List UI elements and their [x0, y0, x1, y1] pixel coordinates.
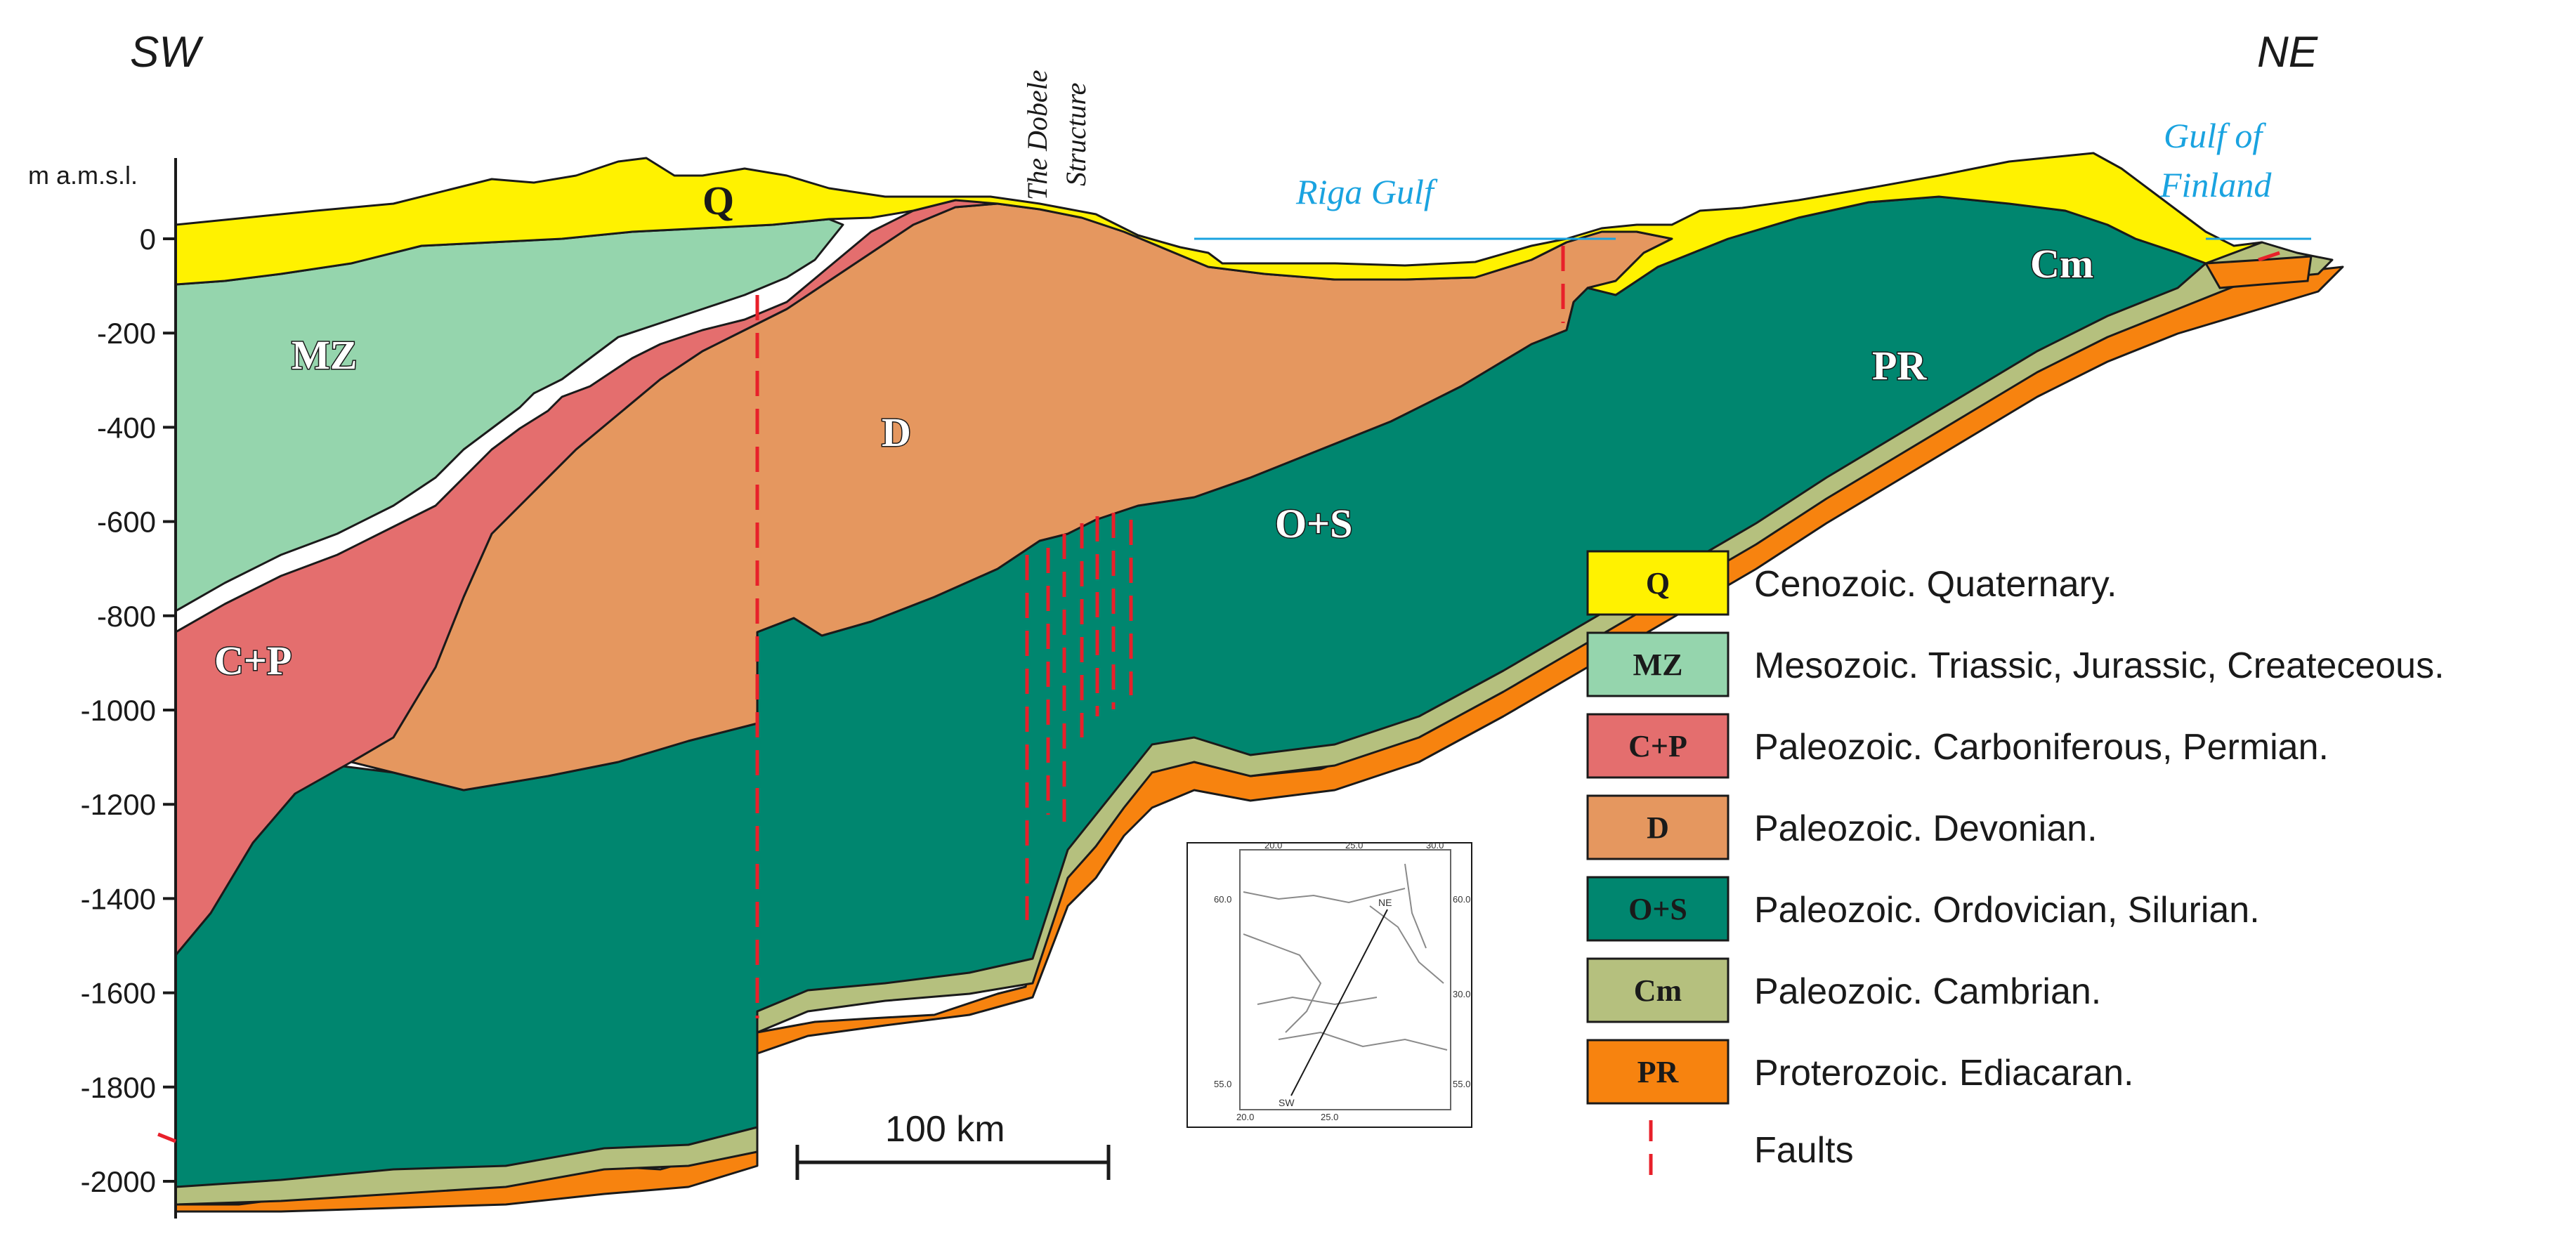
inset-top-tick-2: 25.0 — [1345, 840, 1363, 851]
inset-map-tick-labels: 20.0 25.0 30.0 20.0 25.0 60.0 55.0 60.0 … — [1214, 840, 1470, 1122]
legend-code: D — [1647, 810, 1669, 845]
legend-label: Cenozoic. Quaternary. — [1754, 564, 2117, 605]
legend-faults-entry: Faults — [1649, 1120, 1854, 1180]
legend-item: Cm Paleozoic. Cambrian. — [1586, 957, 2101, 1023]
depth-tick-label: -1400 — [81, 882, 156, 915]
direction-sw-label: SW — [130, 28, 204, 77]
inset-map-section-line — [1290, 909, 1388, 1096]
depth-tick-label: -1000 — [81, 694, 156, 727]
scale-bar: 100 km — [795, 1109, 1111, 1180]
section-label-cm: Cm — [2030, 241, 2093, 287]
fault-lines — [157, 246, 2280, 1143]
legend-swatch — [1586, 550, 1730, 616]
inset-bottom-tick-1: 20.0 — [1236, 1112, 1254, 1122]
legend-item: O+S Paleozoic. Ordovician, Silurian. — [1586, 876, 2260, 942]
legend-swatch — [1586, 631, 1730, 697]
direction-ne-label: NE — [2257, 28, 2318, 77]
section-label-q: Q — [702, 178, 734, 223]
inset-left-tick-1: 60.0 — [1214, 894, 1231, 905]
legend-swatch — [1586, 794, 1730, 860]
scale-bar-label: 100 km — [885, 1109, 1005, 1150]
section-label-d: D — [882, 409, 911, 455]
legend-code: O+S — [1628, 892, 1687, 926]
section-label-mz: MZ — [292, 332, 357, 378]
fault-west-edge — [157, 1132, 176, 1143]
legend-code: Q — [1646, 566, 1670, 600]
section-label-cp: C+P — [214, 638, 292, 683]
gulf-of-finland-label-line1: Gulf of — [2164, 116, 2266, 155]
inset-right-tick-1: 60.0 — [1453, 894, 1470, 905]
riga-gulf-label: Riga Gulf — [1295, 172, 1438, 211]
cross-section-layers — [174, 152, 2344, 1213]
depth-tick-label: -400 — [97, 411, 156, 444]
legend-item: D Paleozoic. Devonian. — [1586, 794, 2098, 860]
section-label-pr: PR — [1872, 343, 1927, 388]
legend-item: PR Proterozoic. Ediacaran. — [1586, 1039, 2134, 1105]
legend: Q Cenozoic. Quaternary. MZ Mesozoic. Triass… — [1586, 550, 2445, 1105]
inset-map: 20.0 25.0 30.0 20.0 25.0 60.0 55.0 60.0 … — [1186, 840, 1472, 1128]
fault-east-edge — [2258, 251, 2280, 262]
legend-faults-label: Faults — [1754, 1130, 1854, 1171]
depth-axis: m a.m.s.l. 0 -200 -400 -600 -800 -1000 -1200 -1… — [28, 158, 177, 1219]
depth-tick-label: -600 — [97, 506, 156, 539]
legend-swatch — [1586, 713, 1730, 779]
legend-label: Paleozoic. Carboniferous, Permian. — [1754, 727, 2329, 768]
dobele-structure-label-line1: The Dobele — [1021, 70, 1053, 200]
inset-ne-label: NE — [1378, 897, 1392, 908]
legend-label: Proterozoic. Ediacaran. — [1754, 1053, 2134, 1094]
depth-tick-label: 0 — [140, 223, 156, 256]
inset-top-tick-1: 20.0 — [1264, 840, 1282, 851]
legend-label: Paleozoic. Devonian. — [1754, 808, 2098, 849]
inset-top-tick-3: 30.0 — [1426, 840, 1444, 851]
inset-bottom-tick-2: 25.0 — [1321, 1112, 1338, 1122]
section-label-os: O+S — [1275, 501, 1352, 546]
depth-axis-ticks: 0 -200 -400 -600 -800 -1000 -1200 -1400 -1600 -18… — [81, 223, 176, 1198]
inset-right-tick-2: 30.0 — [1453, 989, 1470, 999]
legend-swatch — [1586, 957, 1730, 1023]
depth-tick-label: -200 — [97, 317, 156, 350]
depth-tick-label: -800 — [97, 600, 156, 633]
legend-label: Mesozoic. Triassic, Jurassic, Createceou… — [1754, 645, 2445, 686]
depth-axis-unit: m a.m.s.l. — [28, 161, 138, 190]
legend-label: Paleozoic. Cambrian. — [1754, 971, 2101, 1012]
inset-map-frame — [1186, 842, 1472, 1128]
inset-sw-label: SW — [1279, 1097, 1295, 1108]
depth-tick-label: -1600 — [81, 977, 156, 1010]
inset-right-tick-3: 55.0 — [1453, 1079, 1470, 1089]
section-layer-labels: Q MZ C+P D O+S Cm PR — [214, 178, 2095, 685]
inset-left-tick-2: 55.0 — [1214, 1079, 1231, 1089]
legend-code: Cm — [1634, 973, 1682, 1008]
legend-item: MZ Mesozoic. Triassic, Jurassic, Createce… — [1586, 631, 2445, 697]
geographic-annotations: The Dobele Structure Riga Gulf Gulf of F… — [1021, 70, 2272, 211]
legend-swatch — [1586, 1039, 1730, 1105]
depth-tick-label: -1800 — [81, 1071, 156, 1104]
dobele-structure-label-line2: Structure — [1060, 83, 1092, 186]
legend-code: PR — [1637, 1055, 1680, 1089]
legend-label: Paleozoic. Ordovician, Silurian. — [1754, 890, 2260, 931]
legend-item: Q Cenozoic. Quaternary. — [1586, 550, 2117, 616]
depth-tick-label: -2000 — [81, 1165, 156, 1198]
legend-swatch — [1586, 876, 1730, 942]
legend-item: C+P Paleozoic. Carboniferous, Permian. — [1586, 713, 2329, 779]
depth-tick-label: -1200 — [81, 788, 156, 821]
legend-code: C+P — [1628, 729, 1687, 763]
layer-q — [174, 152, 2263, 296]
legend-code: MZ — [1633, 648, 1683, 682]
inset-map-inner-frame — [1239, 849, 1451, 1110]
gulf-of-finland-label-line2: Finland — [2159, 165, 2272, 204]
